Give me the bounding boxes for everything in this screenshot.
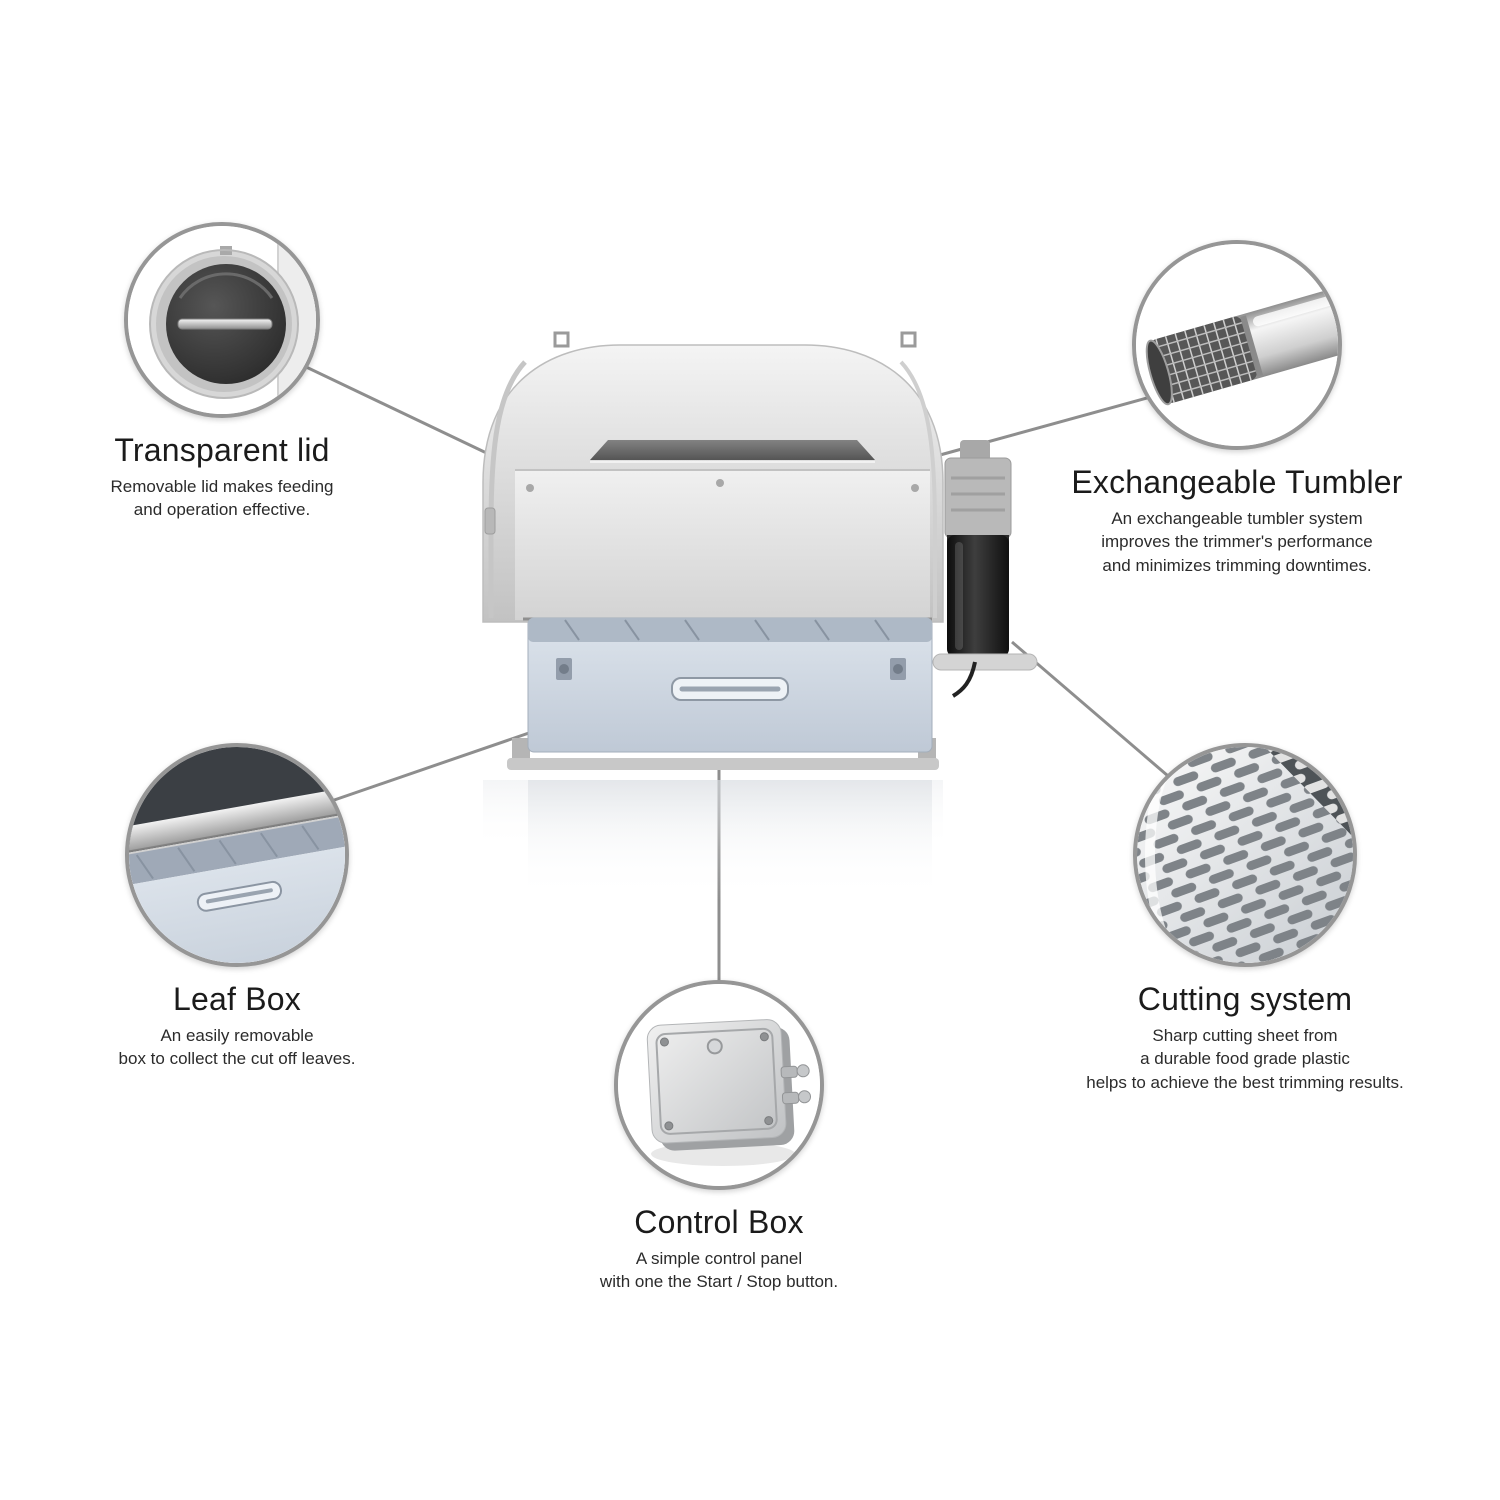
panel-screw-right: [911, 484, 919, 492]
trimmer-machine-illustration: [455, 328, 1055, 988]
panel-screw-left: [526, 484, 534, 492]
viewing-slot: [590, 440, 875, 460]
callout-cutting-system: Cutting system Sharp cutting sheet from …: [1055, 743, 1435, 1094]
rim-ribs: [564, 619, 890, 641]
motor-body: [947, 535, 1009, 657]
lid-clamp-right: [900, 331, 917, 348]
transparent-lid-detail-image: [128, 226, 316, 414]
leaf-drawer: [527, 617, 933, 753]
transparent-lid-photo: [124, 222, 320, 418]
motor-assembly: [932, 440, 1038, 698]
control-box-title: Control Box: [634, 1204, 804, 1240]
callout-leaf-box: Leaf Box An easily removable box to coll…: [57, 743, 417, 1071]
leaf-box-detail-image: [129, 747, 345, 963]
floor-reflection: [483, 780, 943, 900]
drawer-rim: [528, 618, 932, 642]
front-panel: [515, 470, 930, 620]
cutting-system-photo: [1133, 743, 1357, 967]
panel-screw-center: [716, 479, 724, 487]
tumbler-description: An exchangeable tumbler system improves …: [1101, 509, 1373, 575]
callout-exchangeable-tumbler: Exchangeable Tumbler An exchangeable tum…: [1027, 240, 1447, 577]
gearbox-shaft: [960, 440, 990, 462]
leaf-box-description: An easily removable box to collect the c…: [118, 1026, 356, 1069]
callout-control-box: Control Box A simple control panel with …: [539, 980, 899, 1294]
tumbler-photo: [1132, 240, 1342, 450]
motor-cable: [951, 661, 977, 698]
transparent-lid-description: Removable lid makes feeding and operatio…: [110, 477, 334, 520]
transparent-lid-title: Transparent lid: [114, 432, 330, 468]
lid-clamp-left: [553, 331, 570, 348]
drum-right-curve-shading: [899, 360, 937, 618]
control-box-description: A simple control panel with one the Star…: [599, 1249, 839, 1292]
motor-tray: [932, 653, 1038, 671]
control-box-photo: [614, 980, 824, 1190]
gearbox: [944, 457, 1012, 539]
tumbler-detail-image: [1136, 244, 1338, 446]
trimmer-machine-image: [482, 331, 1038, 900]
cutting-sheet-detail-image: [1137, 747, 1353, 963]
side-latch: [484, 507, 496, 535]
leaf-box-title: Leaf Box: [173, 981, 301, 1017]
control-box-detail-image: [618, 984, 820, 1186]
cutting-system-description: Sharp cutting sheet from a durable food …: [1086, 1026, 1404, 1092]
cutting-system-title: Cutting system: [1137, 981, 1353, 1017]
leaf-box-photo: [125, 743, 349, 967]
tumbler-title: Exchangeable Tumbler: [1071, 464, 1403, 500]
callout-transparent-lid: Transparent lid Removable lid makes feed…: [52, 222, 392, 522]
